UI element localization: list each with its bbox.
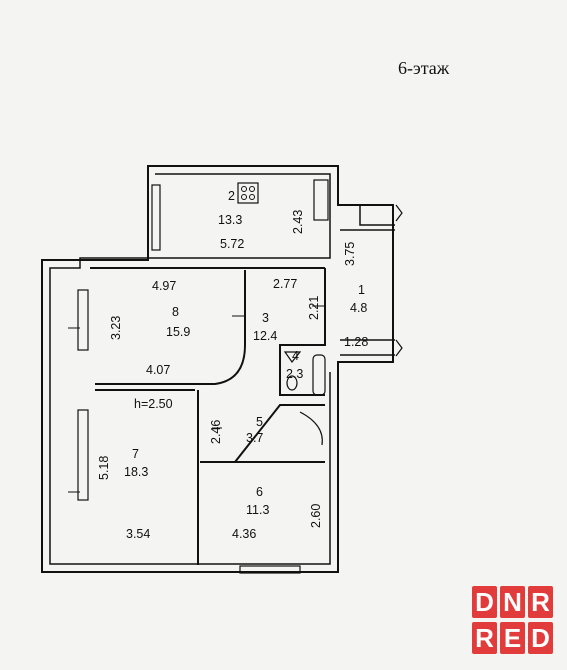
dim-4-97: 4.97 [152, 279, 176, 293]
dim-ticks [68, 305, 326, 493]
window-left-top [77, 289, 89, 351]
wall-3-right [279, 268, 326, 396]
watermark-logo: D N R R E D [472, 586, 556, 658]
room-2-area: 13.3 [218, 213, 242, 227]
watermark-letter: D [528, 622, 553, 654]
dim-5-18: 5.18 [97, 456, 111, 480]
stair-walls [340, 204, 395, 356]
inner-wall-line [49, 173, 331, 565]
room-4-area: 2.3 [286, 367, 303, 381]
dim-1-28: 1.28 [344, 335, 368, 349]
dim-4-36: 4.36 [232, 527, 256, 541]
dim-3-23: 3.23 [109, 316, 123, 340]
break-lines [395, 204, 403, 357]
room-3-number: 3 [262, 311, 269, 325]
room-1-number: 1 [358, 283, 365, 297]
room-8-number: 8 [172, 305, 179, 319]
dim-3-54: 3.54 [126, 527, 150, 541]
room-7-area: 18.3 [124, 465, 148, 479]
room-2-number: 2 [228, 189, 235, 203]
room-1-area: 4.8 [350, 301, 367, 315]
room-4-number: 4 [292, 349, 299, 363]
room-6-number: 6 [256, 485, 263, 499]
stove [237, 182, 259, 204]
watermark-letter: R [528, 586, 553, 618]
window-left-bottom [77, 409, 89, 501]
room-3-area: 12.4 [253, 329, 277, 343]
wall-8-3 [95, 270, 246, 385]
dim-2-46: 2.46 [209, 420, 223, 444]
toilet [286, 375, 298, 391]
watermark-letter: R [472, 622, 497, 654]
watermark-letter: N [500, 586, 525, 618]
window-bottom [239, 565, 301, 574]
watermark-letter: E [500, 622, 525, 654]
dim-2-21: 2.21 [307, 296, 321, 320]
floor-title: 6-этаж [398, 58, 450, 78]
bathtub [312, 354, 326, 396]
dim-2-43: 2.43 [291, 210, 305, 234]
room-5-number: 5 [256, 415, 263, 429]
room-6-area: 11.3 [246, 503, 269, 517]
room-8-area: 15.9 [166, 325, 190, 339]
outer-wall [41, 165, 394, 573]
room-7-number: 7 [132, 447, 139, 461]
counter [313, 179, 329, 221]
door-arc-5 [299, 411, 323, 446]
wall-6-top [200, 404, 325, 463]
dim-5-72: 5.72 [220, 237, 244, 251]
dim-2-60: 2.60 [309, 504, 323, 528]
kitchen-window [151, 184, 161, 251]
dim-4-07: 4.07 [146, 363, 170, 377]
watermark-letter: D [472, 586, 497, 618]
dim-3-75: 3.75 [343, 242, 357, 266]
sink-4 [283, 351, 302, 364]
dim-2-77: 2.77 [273, 277, 297, 291]
height-note: h=2.50 [134, 397, 173, 411]
room-5-area: 3.7 [246, 431, 263, 445]
